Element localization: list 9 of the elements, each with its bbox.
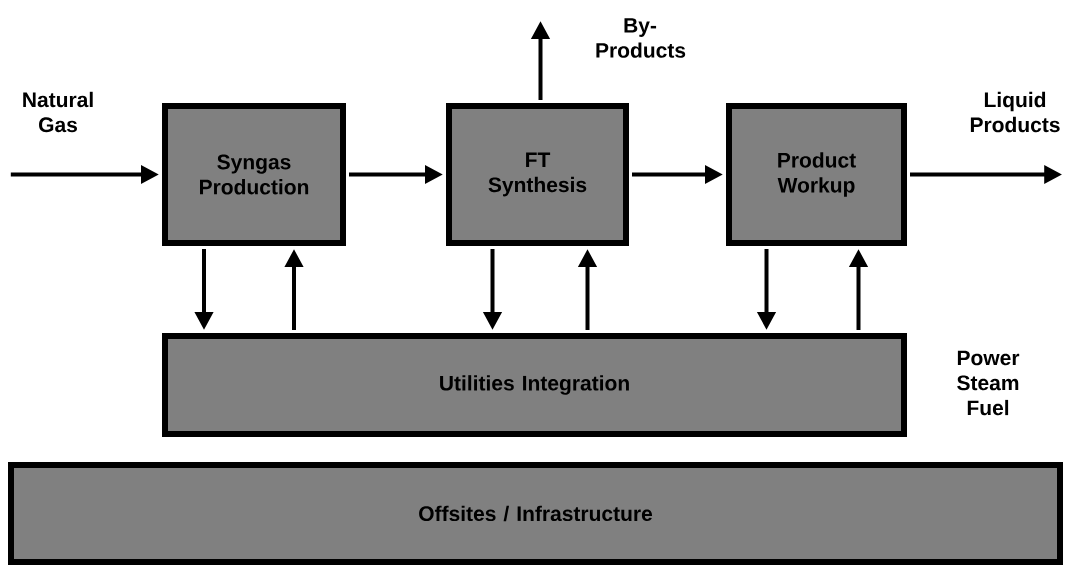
process-box: Offsites / Infrastructure: [8, 462, 1063, 565]
stream-label: Liquid Products: [970, 91, 1060, 133]
process-box: FT Synthesis: [446, 103, 629, 246]
stream-label: By- Products: [596, 18, 686, 58]
stream-label: Natural Gas: [23, 91, 93, 133]
utility-label: Power Steam Fuel: [957, 350, 1020, 416]
process-box: Product Workup: [726, 103, 907, 246]
process-box: Syngas Production: [162, 103, 346, 246]
process-box: Utilities Integration: [162, 333, 907, 437]
